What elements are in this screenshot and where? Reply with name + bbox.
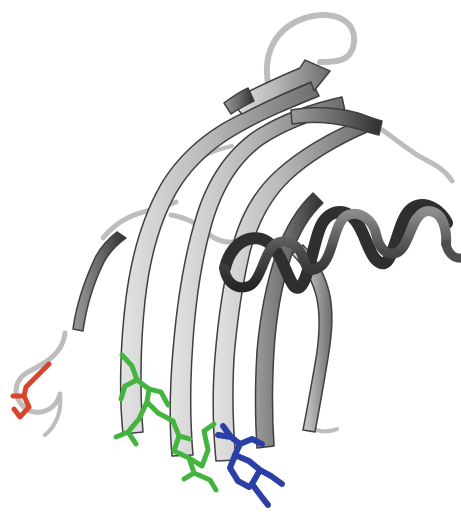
right-turn-coil <box>375 125 452 181</box>
helix-end <box>446 244 461 258</box>
strand-far-left <box>73 232 126 331</box>
